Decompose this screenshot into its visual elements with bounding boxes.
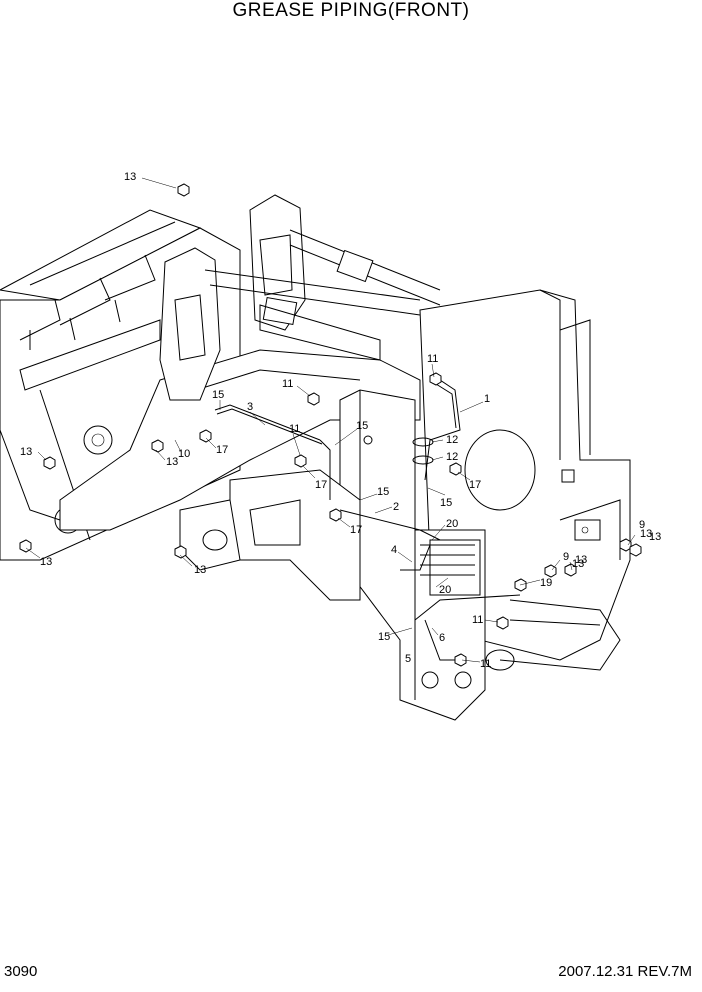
callout-15: 15: [356, 420, 368, 432]
callout-15: 15: [377, 486, 389, 498]
callout-11: 11: [282, 378, 293, 390]
callout-2: 2: [393, 501, 399, 513]
callout-17: 17: [216, 444, 228, 456]
callout-9: 9: [639, 519, 645, 531]
revision-date: 2007.12.31 REV.7M: [558, 963, 692, 980]
callout-17: 17: [315, 479, 327, 491]
callout-15: 15: [440, 497, 452, 509]
page-title: GREASE PIPING(FRONT): [232, 0, 470, 21]
callout-13: 13: [640, 528, 652, 540]
callout-15: 15: [378, 631, 390, 643]
callout-17: 17: [469, 479, 481, 491]
callout-20: 20: [446, 518, 458, 530]
callout-12: 12: [446, 434, 458, 446]
callout-3: 3: [247, 401, 253, 413]
callout-13: 13: [649, 531, 661, 543]
callout-20: 20: [439, 584, 451, 596]
grease-piping-diagram: 13 13 13 13 13 13 13 10 17 15 3 11 11 17…: [0, 171, 661, 721]
callout-15: 15: [212, 389, 224, 401]
callout-17: 17: [350, 524, 362, 536]
callout-labels: 13 13 13 13 13 13 13 10 17 15 3 11 11 17…: [20, 171, 661, 670]
callout-13: 13: [124, 171, 136, 183]
grease-block-tower: [339, 389, 486, 721]
lift-cylinders: [204, 229, 441, 361]
lower-linkage: [179, 469, 621, 671]
callout-10: 10: [178, 448, 190, 460]
callout-13: 13: [572, 558, 584, 570]
callout-12: 12: [446, 451, 458, 463]
leader-lines: [25, 177, 636, 663]
callout-13: 13: [194, 564, 206, 576]
callout-11: 11: [427, 353, 438, 365]
callout-13: 13: [166, 456, 178, 468]
callout-13: 13: [20, 446, 32, 458]
callout-11: 11: [472, 614, 483, 626]
page-number: 3090: [4, 963, 38, 980]
callout-9: 9: [563, 551, 569, 563]
callout-1: 1: [484, 393, 490, 405]
callout-13: 13: [40, 556, 52, 568]
callout-19: 19: [540, 577, 552, 589]
grease-fittings: [19, 183, 642, 667]
callout-11: 11: [289, 423, 300, 435]
callout-5: 5: [405, 653, 411, 665]
callout-11: 11: [480, 658, 491, 670]
callout-6: 6: [439, 632, 445, 644]
callout-13: 13: [575, 554, 587, 566]
callout-4: 4: [391, 544, 397, 556]
